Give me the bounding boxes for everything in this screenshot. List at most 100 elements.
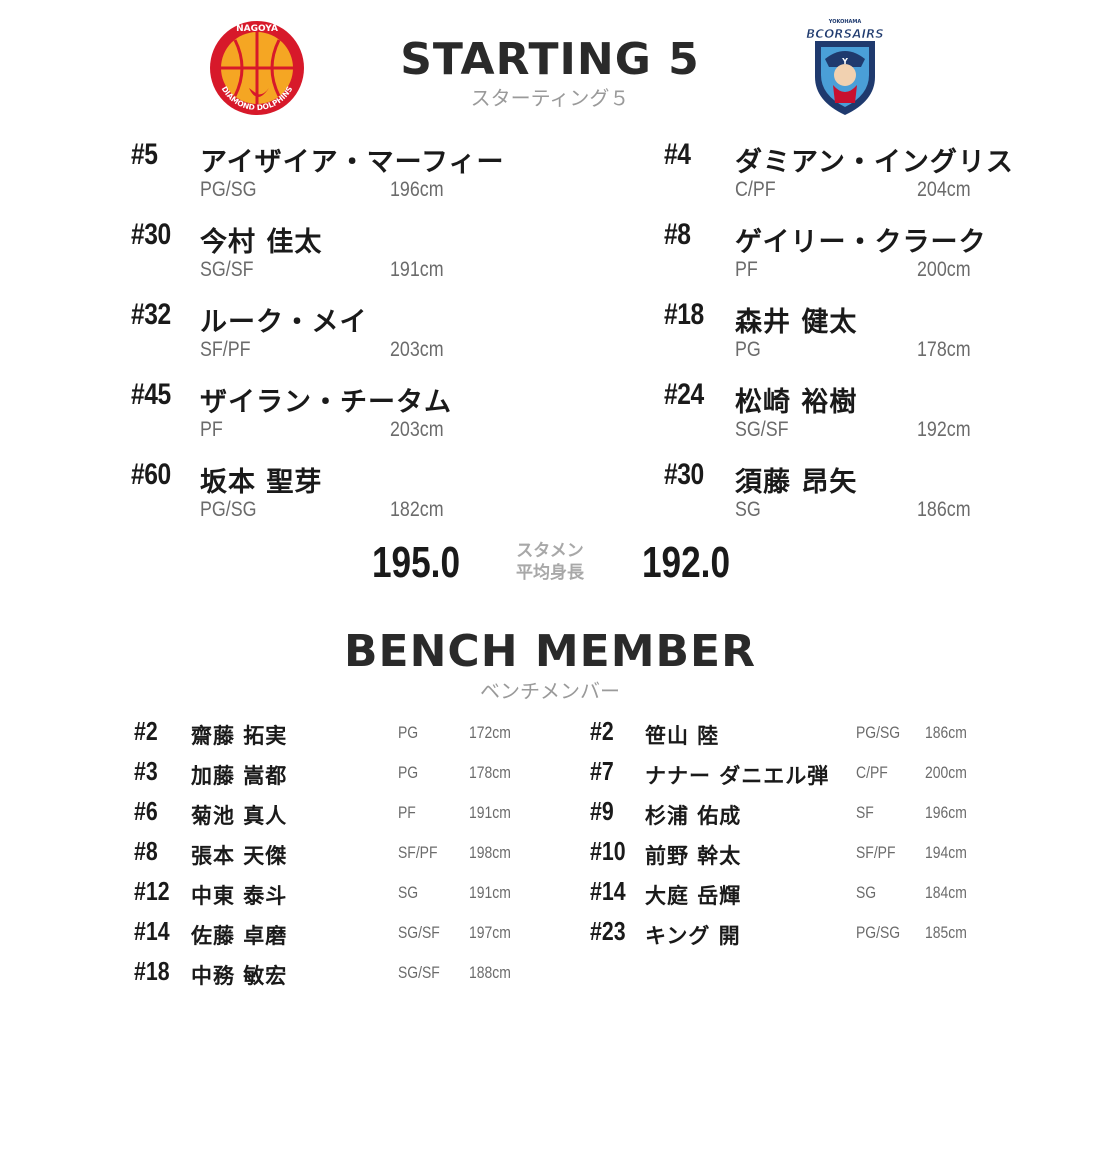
starter-name: ダミアン・イングリス <box>735 147 1014 178</box>
starter-position: SG/SF <box>735 418 789 441</box>
bench-height: 198cm <box>469 843 511 862</box>
logo-text-nagoya: NAGOYA <box>236 24 278 34</box>
bench-height: 172cm <box>469 723 511 742</box>
bench-name: 張本 天傑 <box>191 844 288 868</box>
logo-text-bcorsairs: BCORSAIRS <box>806 27 884 41</box>
starter-position: PF <box>200 418 223 441</box>
bench-position: PF <box>398 803 416 822</box>
starter-number: #18 <box>664 298 704 331</box>
bench-number: #8 <box>134 836 158 866</box>
starter-number: #24 <box>664 378 704 411</box>
bench-name: 前野 幹太 <box>645 844 742 868</box>
bench-number: #2 <box>590 716 614 746</box>
logo-text-yokohama: YOKOHAMA <box>828 19 862 25</box>
bench-height: 197cm <box>469 923 511 942</box>
bench-height: 178cm <box>469 763 511 782</box>
bench-height: 186cm <box>925 723 967 742</box>
starter-name: アイザイア・マーフィー <box>200 147 505 178</box>
starter-height: 203cm <box>390 418 444 441</box>
bench-height: 191cm <box>469 803 511 822</box>
bench-position: SG <box>398 883 419 902</box>
starting-five-subtitle: スターティング５ <box>470 86 630 110</box>
starter-number: #4 <box>664 138 691 171</box>
bench-position: SG/SF <box>398 923 440 942</box>
bench-name: ナナー ダニエル弾 <box>645 764 830 788</box>
bench-height: 194cm <box>925 843 967 862</box>
starter-position: PG/SG <box>200 178 257 201</box>
bench-number: #2 <box>134 716 158 746</box>
yokohama-b-corsairs-logo-icon: YOKOHAMA Y BCORSAIRS <box>793 15 897 117</box>
bench-number: #7 <box>590 756 614 786</box>
starter-height: 203cm <box>390 338 444 361</box>
bench-name: 加藤 嵩都 <box>191 764 288 788</box>
bench-position: C/PF <box>856 763 888 782</box>
starter-name: 坂本 聖芽 <box>200 467 323 498</box>
starter-name: ゲイリー・クラーク <box>735 227 987 258</box>
bench-position: SF/PF <box>398 843 438 862</box>
bench-name: 中東 泰斗 <box>191 884 288 908</box>
bench-member-subtitle: ベンチメンバー <box>480 679 620 703</box>
starter-number: #5 <box>131 138 158 171</box>
bench-name: 佐藤 卓磨 <box>191 924 288 948</box>
starter-position: SG/SF <box>200 258 254 281</box>
starter-number: #8 <box>664 218 691 251</box>
bench-name: 大庭 岳輝 <box>645 884 742 908</box>
average-height-label-line2: 平均身長 <box>516 563 584 583</box>
bench-name: 笹山 陸 <box>645 724 720 748</box>
starter-name: 森井 健太 <box>735 307 858 338</box>
starter-height: 192cm <box>917 418 971 441</box>
starter-number: #30 <box>131 218 171 251</box>
bench-member-title: BENCH MEMBER <box>344 626 756 677</box>
bench-number: #23 <box>590 916 626 946</box>
starter-number: #45 <box>131 378 171 411</box>
starter-height: 178cm <box>917 338 971 361</box>
nagoya-diamond-dolphins-logo-icon: NAGOYA DIAMOND DOLPHINS <box>205 18 309 118</box>
bench-name: キング 開 <box>645 924 741 948</box>
bench-position: PG <box>398 723 419 742</box>
average-height-label-line1: スタメン <box>516 541 584 561</box>
bench-height: 185cm <box>925 923 967 942</box>
starter-number: #30 <box>664 458 704 491</box>
bench-position: PG/SG <box>856 723 901 742</box>
starter-position: PG/SG <box>200 498 257 521</box>
starter-name: 今村 佳太 <box>200 227 323 258</box>
bench-number: #10 <box>590 836 626 866</box>
bench-name: 杉浦 佑成 <box>645 804 742 828</box>
average-height-label: スタメン 平均身長 <box>490 540 610 584</box>
bench-position: SG <box>856 883 877 902</box>
starter-name: ルーク・メイ <box>200 307 368 338</box>
bench-height: 196cm <box>925 803 967 822</box>
starter-height: 191cm <box>390 258 444 281</box>
bench-position: SG/SF <box>398 963 440 982</box>
starter-name: 須藤 昂矢 <box>735 467 858 498</box>
starter-position: PG <box>735 338 761 361</box>
bench-position: PG <box>398 763 419 782</box>
bench-height: 191cm <box>469 883 511 902</box>
bench-number: #12 <box>134 876 170 906</box>
starter-name: 松崎 裕樹 <box>735 387 858 418</box>
starter-position: C/PF <box>735 178 776 201</box>
bench-height: 188cm <box>469 963 511 982</box>
bench-position: SF/PF <box>856 843 896 862</box>
bench-height: 200cm <box>925 763 967 782</box>
bench-number: #14 <box>590 876 626 906</box>
starter-name: ザイラン・チータム <box>200 387 452 418</box>
bench-position: SF <box>856 803 874 822</box>
bench-number: #6 <box>134 796 158 826</box>
bench-name: 菊池 真人 <box>191 804 288 828</box>
home-average-height: 195.0 <box>371 538 461 587</box>
bench-number: #9 <box>590 796 614 826</box>
bench-number: #14 <box>134 916 170 946</box>
bench-number: #3 <box>134 756 158 786</box>
starter-height: 196cm <box>390 178 444 201</box>
bench-name: 中務 敏宏 <box>191 964 288 988</box>
svg-text:Y: Y <box>841 57 848 66</box>
starter-height: 182cm <box>390 498 444 521</box>
bench-number: #18 <box>134 956 170 986</box>
starting-five-title: STARTING 5 <box>400 34 700 85</box>
starter-height: 204cm <box>917 178 971 201</box>
starter-height: 200cm <box>917 258 971 281</box>
away-average-height: 192.0 <box>641 538 731 587</box>
starter-number: #60 <box>131 458 171 491</box>
starter-height: 186cm <box>917 498 971 521</box>
